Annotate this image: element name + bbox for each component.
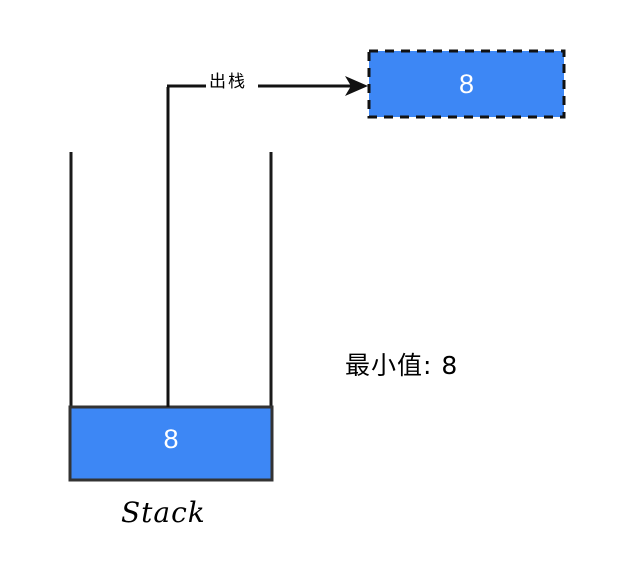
stack-caption: Stack	[121, 496, 206, 529]
popped-element-box[interactable]	[367, 49, 566, 119]
pop-arrow-label: 出栈	[206, 72, 250, 92]
pop-arrow-head-icon	[345, 76, 368, 96]
popped-element-value: 8	[458, 69, 475, 99]
min-value-annotation: 最小值: 8	[345, 351, 459, 380]
stack-cell-value: 8	[163, 424, 179, 454]
stack-cell-bottom[interactable]	[68, 405, 274, 482]
